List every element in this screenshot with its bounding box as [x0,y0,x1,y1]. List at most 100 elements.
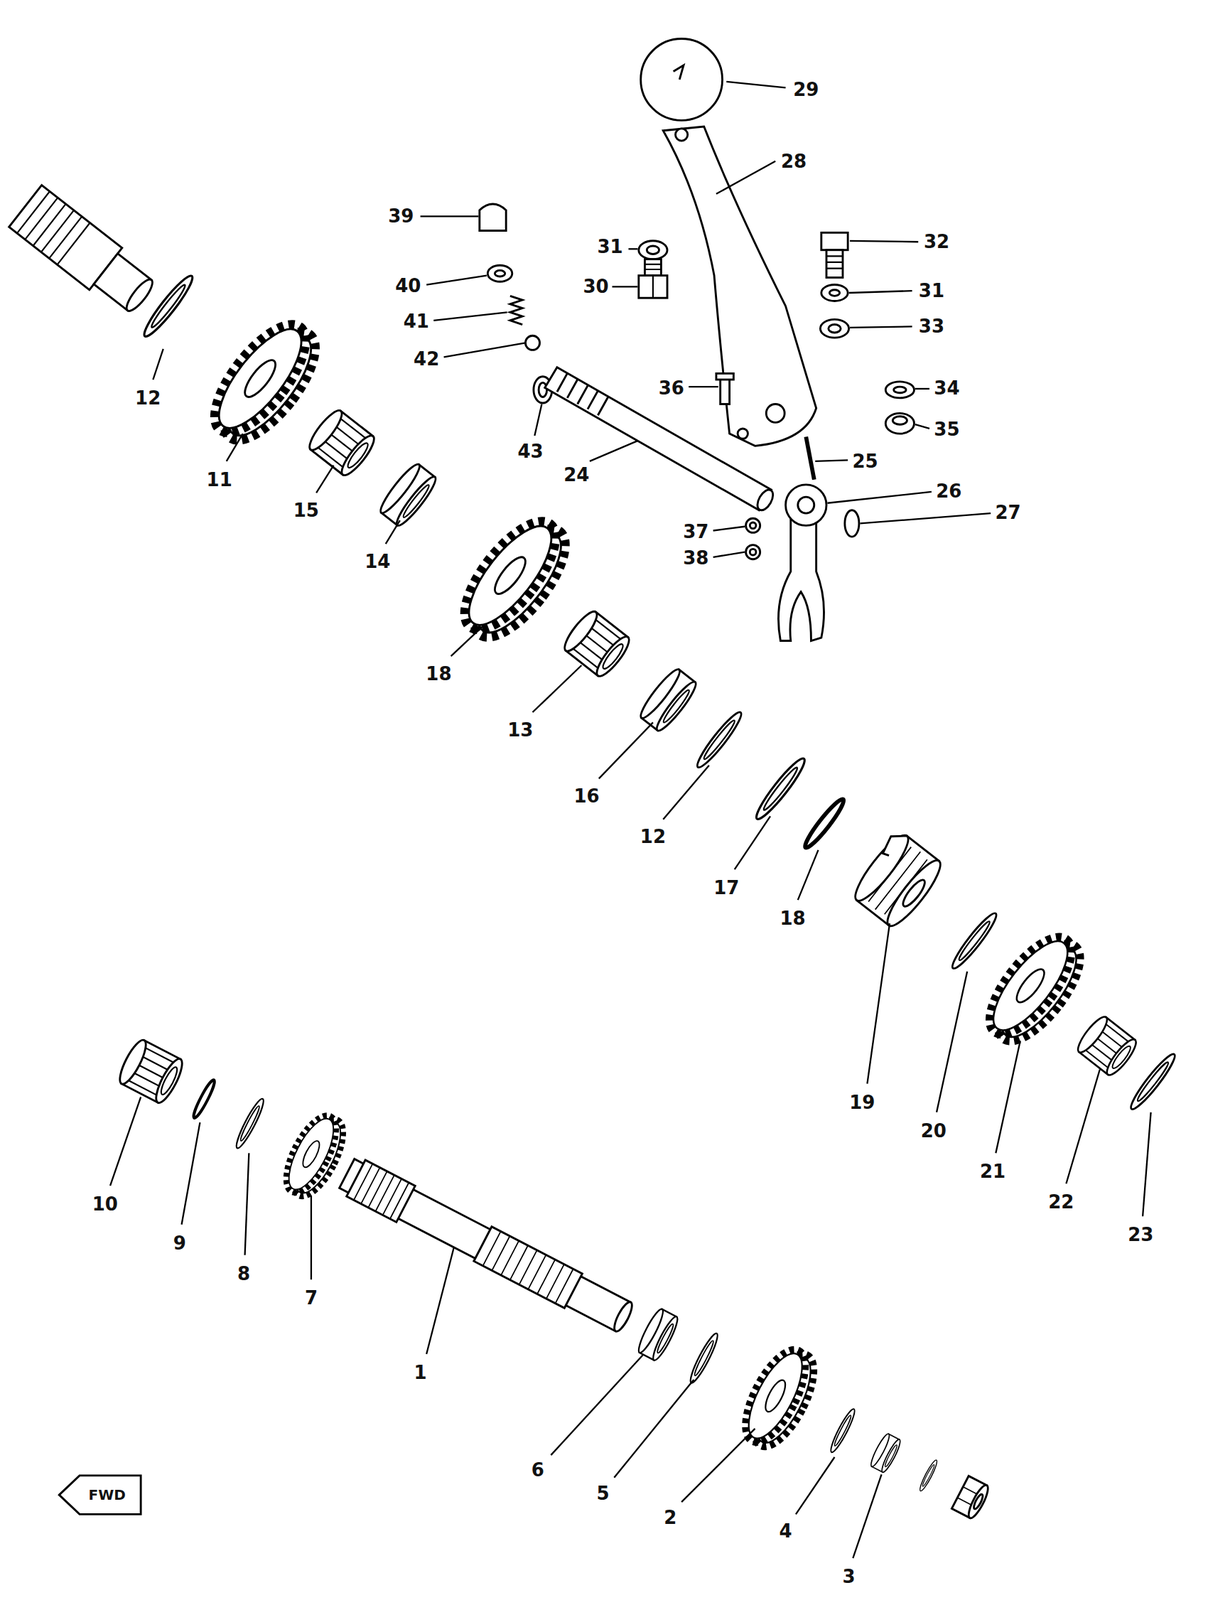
lower-shaft-parts [115,1036,992,1520]
callout-number: 21 [978,1161,1007,1182]
callout-number: 24 [562,464,591,485]
callout-wrap: 3 [841,1566,857,1587]
callout-wrap: 5 [595,1482,612,1503]
callout-number: 12 [638,826,668,848]
callout-number: 33 [917,316,946,337]
callout-wrap: 19 [847,1091,877,1113]
callout-number: 7 [303,1287,320,1309]
callout-number: 37 [681,521,710,543]
callout-number: 34 [932,377,961,398]
callout-number: 25 [850,451,879,472]
callout-wrap: 15 [292,500,321,521]
callout-wrap: 22 [1046,1191,1076,1213]
callout-number: 30 [581,276,610,298]
callout-number: 12 [133,387,163,409]
callout-wrap: 37 [681,521,710,543]
callout-number: 27 [993,501,1022,523]
callout-wrap: 6 [530,1458,546,1480]
detent-parts [479,203,553,403]
callout-wrap: 21 [978,1161,1007,1182]
callout-wrap: 24 [562,464,591,485]
callout-number: 39 [386,206,415,227]
callout-wrap: 12 [638,826,668,848]
callout-wrap: 36 [657,377,686,398]
callout-wrap: 23 [1126,1224,1155,1245]
callout-wrap: FWD [87,1486,128,1503]
callout-wrap: 31 [596,236,625,258]
callout-wrap: 28 [779,151,808,172]
bolts-and-washers [638,232,915,434]
callout-number: 1 [412,1362,429,1383]
callout-wrap: 11 [205,469,234,491]
callout-wrap: 20 [919,1120,948,1142]
callout-number: 10 [90,1193,120,1215]
callout-wrap: 17 [712,877,741,899]
callout-wrap: 9 [171,1232,188,1254]
callout-number: 11 [205,469,234,491]
callout-number: 4 [778,1519,794,1541]
callout-number: 36 [657,377,686,398]
callout-number: 31 [917,280,946,302]
callout-number: 17 [712,877,741,899]
callout-number: 28 [779,151,808,172]
callout-wrap: 39 [386,206,415,227]
shift-fork [746,484,860,641]
callout-number: 19 [847,1091,877,1113]
callout-number: FWD [87,1486,128,1503]
callout-number: 13 [505,719,535,740]
callout-number: 29 [791,79,821,101]
callout-wrap: 38 [681,547,710,569]
callout-wrap: 35 [932,419,961,440]
callout-number: 38 [681,547,710,569]
callout-number: 35 [932,419,961,440]
callout-wrap: 1 [412,1362,429,1383]
callout-number: 8 [235,1263,252,1285]
callout-number: 3 [841,1566,857,1587]
callout-wrap: 18 [778,908,808,929]
callout-number: 42 [412,348,441,370]
callout-wrap: 32 [922,231,951,253]
callout-wrap: 34 [932,377,961,398]
callout-number: 14 [363,550,392,572]
callout-wrap: 7 [303,1287,320,1309]
callout-number: 43 [516,440,546,462]
callout-wrap: 8 [235,1263,252,1285]
callout-number: 32 [922,231,951,253]
callout-number: 20 [919,1120,948,1142]
callout-number: 18 [424,662,453,684]
callout-number: 22 [1046,1191,1076,1213]
callout-wrap: 16 [572,785,601,807]
leader-lines [110,81,1152,1558]
callout-number: 40 [393,275,423,297]
callout-number: 41 [402,311,431,332]
callout-wrap: 43 [516,440,546,462]
upper-shaft-parts [9,184,1180,1113]
callout-wrap: 41 [402,311,431,332]
callout-wrap: 12 [133,387,163,409]
kick-lever [640,39,817,447]
callout-wrap: 29 [791,79,821,101]
callout-wrap: 27 [993,501,1022,523]
callout-wrap: 10 [90,1193,120,1215]
callout-wrap: 14 [363,550,392,572]
callout-wrap: 18 [424,662,453,684]
callout-wrap: 40 [393,275,423,297]
callout-number: 2 [662,1507,678,1528]
callout-number: 18 [778,908,808,929]
callout-number: 26 [934,480,963,501]
forward-arrow [58,1475,141,1515]
callout-number: 16 [572,785,601,807]
callout-wrap: 33 [917,316,946,337]
callout-wrap: 30 [581,276,610,298]
callout-number: 23 [1126,1224,1155,1245]
callout-number: 5 [595,1482,612,1503]
callout-number: 6 [530,1458,546,1480]
callout-wrap: 2 [662,1507,678,1528]
callout-wrap: 25 [850,451,879,472]
callout-wrap: 26 [934,480,963,501]
callout-number: 9 [171,1232,188,1254]
callout-wrap: 13 [505,719,535,740]
kick-shaft [545,367,815,514]
